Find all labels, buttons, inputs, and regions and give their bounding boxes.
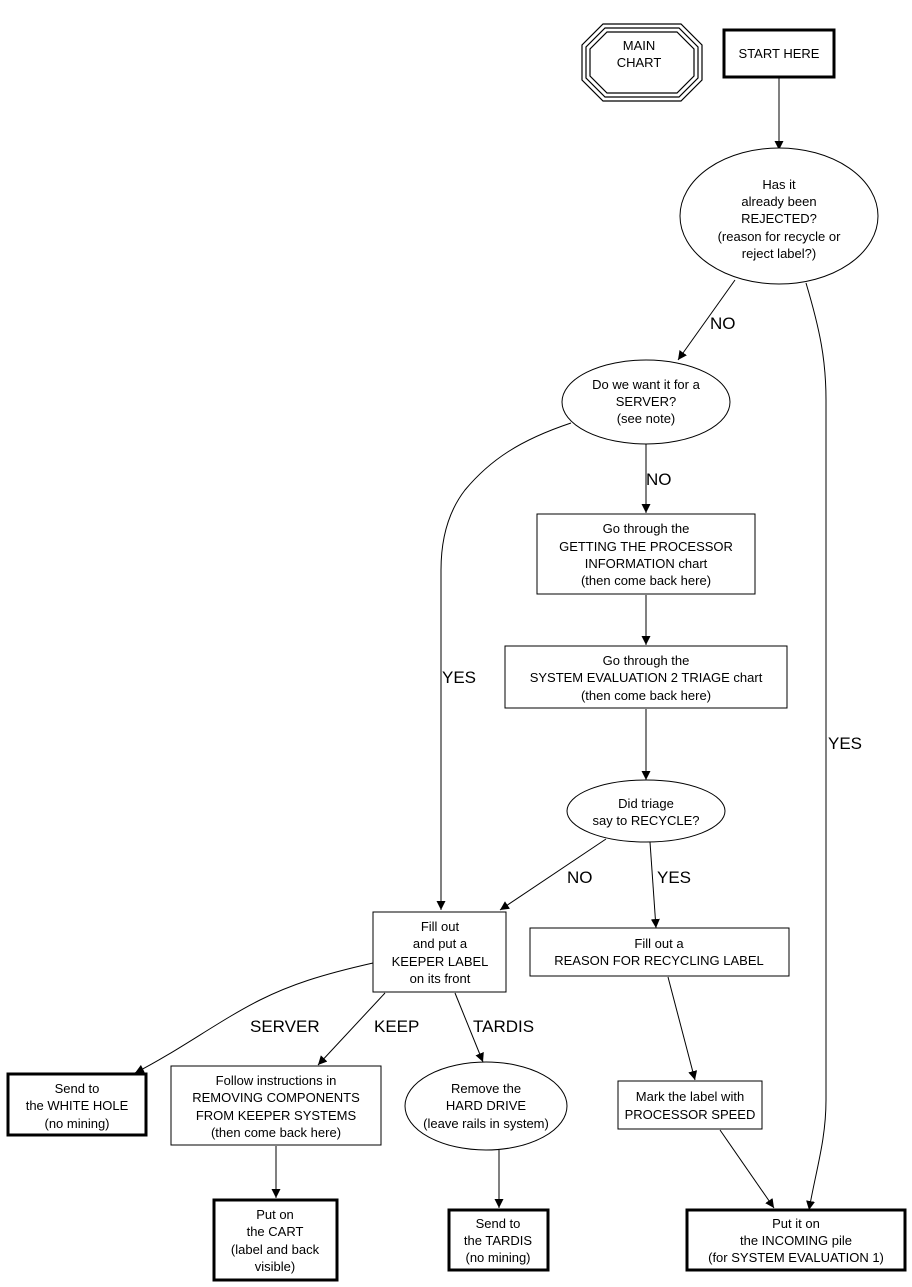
node-removing-components-line-3: FROM KEEPER SYSTEMS — [196, 1108, 357, 1123]
node-start-here-line-1: START HERE — [739, 46, 820, 61]
node-removing-components-line-2: REMOVING COMPONENTS — [192, 1090, 360, 1105]
edge-keeper-to-harddrive-tardis — [454, 992, 484, 1063]
node-already-rejected-line-1: Has it — [762, 177, 796, 192]
edge-rejected-to-incoming-yes — [805, 282, 827, 1211]
node-tardis-line-2: the TARDIS — [464, 1233, 532, 1248]
node-recycling-label-line-1: Fill out a — [634, 936, 684, 951]
node-want-for-server-line-3: (see note) — [617, 411, 676, 426]
node-remove-hard-drive-line-2: HARD DRIVE — [446, 1098, 527, 1113]
node-recycling-label[interactable]: Fill out a REASON FOR RECYCLING LABEL — [529, 927, 790, 977]
edge-speed-to-incoming — [719, 1129, 775, 1209]
node-white-hole-line-3: (no mining) — [44, 1116, 109, 1131]
edge-label-no-1: NO — [710, 314, 736, 333]
node-already-rejected-line-4: (reason for recycle or — [718, 229, 841, 244]
edge-recyclinglabel-to-speed — [667, 976, 698, 1081]
node-tardis-line-3: (no mining) — [465, 1250, 530, 1265]
node-tardis[interactable]: Send to the TARDIS (no mining) — [447, 1208, 550, 1272]
node-keeper-label-line-3: KEEPER LABEL — [392, 954, 489, 969]
node-want-for-server-line-2: SERVER? — [616, 394, 676, 409]
node-cart-line-1: Put on — [256, 1207, 294, 1222]
node-already-rejected-line-5: reject label?) — [742, 246, 816, 261]
edge-keeper-to-removing-keep — [317, 992, 386, 1066]
node-already-rejected[interactable]: Has it already been REJECTED? (reason fo… — [679, 147, 879, 285]
node-processor-info[interactable]: Go through the GETTING THE PROCESSOR INF… — [536, 513, 756, 595]
node-want-for-server-line-1: Do we want it for a — [592, 377, 700, 392]
edge-label-server: SERVER — [250, 1017, 320, 1036]
node-processor-info-line-3: INFORMATION chart — [585, 556, 708, 571]
node-triage-recycle-line-2: say to RECYCLE? — [593, 813, 700, 828]
node-incoming-pile-line-2: the INCOMING pile — [740, 1233, 852, 1248]
node-processor-info-line-2: GETTING THE PROCESSOR — [559, 539, 733, 554]
node-keeper-label-line-4: on its front — [410, 971, 471, 986]
node-processor-info-line-1: Go through the — [603, 521, 690, 536]
node-triage-recycle[interactable]: Did triage say to RECYCLE? — [566, 779, 726, 843]
node-removing-components-line-1: Follow instructions in — [216, 1073, 337, 1088]
node-want-for-server[interactable]: Do we want it for a SERVER? (see note) — [561, 359, 731, 445]
node-recycling-label-line-2: REASON FOR RECYCLING LABEL — [554, 953, 764, 968]
node-keeper-label-line-2: and put a — [413, 936, 468, 951]
node-processor-speed-line-2: PROCESSOR SPEED — [625, 1107, 756, 1122]
node-cart-line-2: the CART — [247, 1224, 304, 1239]
node-remove-hard-drive-line-3: (leave rails in system) — [423, 1116, 549, 1131]
node-already-rejected-line-2: already been — [741, 194, 816, 209]
edge-recycle-to-recyclinglabel-yes — [649, 841, 660, 929]
node-remove-hard-drive[interactable]: Remove the HARD DRIVE (leave rails in sy… — [404, 1061, 568, 1151]
node-white-hole-line-1: Send to — [55, 1081, 100, 1096]
node-main-chart-line-1: MAIN — [623, 38, 656, 53]
edge-label-yes-2: YES — [442, 668, 476, 687]
node-cart-line-4: visible) — [255, 1259, 295, 1274]
node-processor-info-line-4: (then come back here) — [581, 573, 711, 588]
node-incoming-pile-line-3: (for SYSTEM EVALUATION 1) — [708, 1250, 884, 1265]
edge-label-tardis: TARDIS — [473, 1017, 534, 1036]
edge-keeper-to-whitehole-server — [134, 962, 374, 1074]
edges: NO YES NO YES NO YES SERVER KEEP TARDIS — [134, 78, 862, 1211]
node-already-rejected-line-3: REJECTED? — [741, 211, 817, 226]
node-cart-line-3: (label and back — [231, 1242, 320, 1257]
node-triage-chart[interactable]: Go through the SYSTEM EVALUATION 2 TRIAG… — [504, 645, 788, 709]
node-triage-chart-line-3: (then come back here) — [581, 688, 711, 703]
node-main-chart-line-2: CHART — [617, 55, 662, 70]
node-tardis-line-1: Send to — [476, 1216, 521, 1231]
edge-rejected-to-server-no — [677, 279, 736, 361]
edge-recycle-to-keeper-no — [499, 838, 607, 911]
edge-label-yes-1: YES — [828, 734, 862, 753]
node-triage-recycle-line-1: Did triage — [618, 796, 674, 811]
node-keeper-label-line-1: Fill out — [421, 919, 460, 934]
node-triage-chart-line-1: Go through the — [603, 653, 690, 668]
node-triage-chart-line-2: SYSTEM EVALUATION 2 TRIAGE chart — [530, 670, 763, 685]
node-incoming-pile-line-1: Put it on — [772, 1216, 820, 1231]
node-remove-hard-drive-line-1: Remove the — [451, 1081, 521, 1096]
node-white-hole[interactable]: Send to the WHITE HOLE (no mining) — [6, 1072, 148, 1137]
edge-label-yes-3: YES — [657, 868, 691, 887]
node-removing-components[interactable]: Follow instructions in REMOVING COMPONEN… — [170, 1065, 382, 1146]
edge-server-to-keeper-yes — [436, 422, 572, 910]
node-white-hole-line-2: the WHITE HOLE — [26, 1098, 129, 1113]
node-removing-components-line-4: (then come back here) — [211, 1125, 341, 1140]
node-processor-speed-line-1: Mark the label with — [636, 1089, 744, 1104]
node-processor-speed[interactable]: Mark the label with PROCESSOR SPEED — [617, 1080, 763, 1130]
edge-label-no-2: NO — [646, 470, 672, 489]
node-start-here[interactable]: START HERE — [722, 28, 836, 79]
node-main-chart[interactable]: MAIN CHART — [581, 23, 703, 102]
node-incoming-pile[interactable]: Put it on the INCOMING pile (for SYSTEM … — [685, 1208, 907, 1272]
node-keeper-label[interactable]: Fill out and put a KEEPER LABEL on its f… — [372, 911, 507, 993]
edge-label-no-3: NO — [567, 868, 593, 887]
edge-label-keep: KEEP — [374, 1017, 419, 1036]
node-cart[interactable]: Put on the CART (label and back visible) — [212, 1198, 339, 1282]
